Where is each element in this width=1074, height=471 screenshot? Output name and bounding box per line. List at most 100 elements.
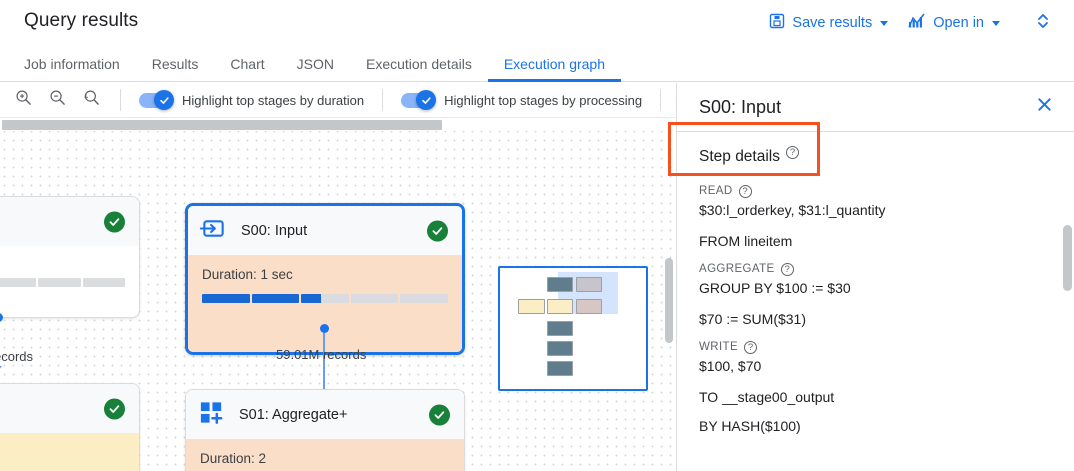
toggle-highlight-by-duration[interactable]: Highlight top stages by duration — [127, 90, 376, 110]
section-label-write: WRITE ? — [699, 340, 1052, 354]
section-value-from: FROM lineitem — [699, 233, 793, 249]
toolbar-divider — [382, 89, 384, 111]
app-header: Query results Save results — [0, 0, 1074, 46]
minimap-node — [547, 277, 573, 292]
tab-results[interactable]: Results — [151, 55, 199, 72]
graph-edge-label-records: 59.01M records — [276, 347, 367, 362]
section-value-group-by: GROUP BY $100 := $30 — [699, 280, 851, 296]
node-header: S01: Aggregate+ — [186, 390, 464, 439]
panel-title: S00: Input — [699, 96, 782, 117]
progress-segment — [82, 278, 126, 287]
graph-node-s00-input[interactable]: S00: Input Duration: 1 sec — [185, 203, 465, 355]
minimap-node — [547, 361, 573, 376]
panel-vertical-scrollbar-thumb[interactable] — [1063, 225, 1072, 291]
toggle-label-duration: Highlight top stages by duration — [182, 92, 365, 108]
step-details-heading: Step details ? — [699, 146, 1052, 166]
header-actions: Save results Open in — [759, 0, 1068, 46]
zoom-in-icon — [15, 89, 32, 111]
section-label-aggregate: AGGREGATE ? — [699, 262, 1052, 276]
section-value-to: TO __stage00_output — [699, 389, 835, 405]
toggle-knob — [416, 90, 437, 110]
section-label: READ — [699, 185, 733, 197]
minimap-node — [576, 277, 602, 292]
progress-segment — [202, 294, 250, 303]
node-title: S01: Aggregate+ — [239, 406, 348, 423]
close-button[interactable] — [1030, 93, 1058, 121]
expand-collapse-button[interactable] — [1026, 6, 1060, 40]
panel-header: S00: Input — [677, 83, 1074, 131]
panel-body: Step details ? READ ? $30:l_orderkey, $3… — [677, 132, 1074, 471]
graph-node-partial-bottom-left[interactable] — [0, 383, 140, 471]
tab-execution-details[interactable]: Execution details — [365, 55, 472, 72]
node-body — [0, 246, 139, 301]
node-header: S00: Input — [188, 206, 462, 255]
canvas-vertical-scrollbar-thumb[interactable] — [665, 258, 673, 343]
toggle-label-processing: Highlight top stages by processing — [444, 92, 643, 108]
panel-divider — [677, 131, 1074, 132]
page-title: Query results — [24, 10, 139, 31]
progress-segment — [350, 294, 399, 303]
section-label-read: READ ? — [699, 184, 1052, 198]
open-in-label: Open in — [933, 15, 984, 31]
chevron-down-icon — [880, 20, 889, 26]
minimap-node — [576, 299, 602, 314]
tab-job-information[interactable]: Job information — [24, 55, 120, 72]
step-details-label: Step details — [699, 148, 780, 165]
minimap-node — [518, 299, 545, 314]
zoom-out-icon — [49, 89, 66, 111]
graph-edge-s00-s01 — [323, 333, 325, 398]
zoom-out-button[interactable] — [44, 87, 70, 113]
tab-json[interactable]: JSON — [296, 55, 334, 72]
save-results-button[interactable]: Save results — [759, 7, 898, 39]
save-results-label: Save results — [792, 15, 873, 31]
toggle-switch-processing[interactable] — [401, 90, 437, 110]
section-label: WRITE — [699, 341, 739, 353]
zoom-reset-button[interactable] — [78, 87, 104, 113]
tab-execution-graph[interactable]: Execution graph — [487, 46, 622, 82]
tab-chart[interactable]: Chart — [230, 55, 265, 72]
section-value-by-hash: BY HASH($100) — [699, 418, 801, 434]
minimap-node — [547, 341, 573, 356]
progress-segment — [0, 278, 37, 287]
expand-collapse-icon — [1035, 11, 1051, 36]
graph-node-s01-aggregate[interactable]: S01: Aggregate+ Duration: 2 — [185, 389, 465, 471]
status-success-icon — [104, 211, 125, 232]
progress-segment — [251, 294, 300, 303]
graph-edge-arrow-left — [0, 366, 2, 374]
chevron-down-icon — [992, 20, 1000, 26]
node-header — [0, 384, 139, 433]
execution-graph-canvas[interactable]: ecords S00: Input Duration: 1 sec — [0, 118, 676, 471]
graph-minimap[interactable] — [498, 266, 648, 391]
toggle-highlight-by-processing[interactable]: Highlight top stages by processing — [389, 90, 654, 110]
status-success-icon — [104, 398, 125, 419]
progress-segment — [38, 278, 81, 287]
toggle-switch-duration[interactable] — [139, 90, 174, 110]
canvas-horizontal-scrollbar-thumb[interactable] — [2, 120, 442, 130]
section-value-read: $30:l_orderkey, $31:l_quantity — [699, 202, 886, 218]
node-body: Duration: 2 — [186, 439, 464, 471]
help-circle-icon[interactable]: ? — [744, 341, 758, 354]
aggregate-plus-icon — [198, 399, 225, 431]
section-label: AGGREGATE — [699, 263, 775, 275]
toolbar-divider — [120, 89, 121, 111]
progress-segment — [301, 294, 349, 303]
tab-bar: Job information Results Chart JSON Execu… — [0, 46, 1074, 82]
zoom-in-button[interactable] — [10, 87, 36, 113]
node-duration-label: Duration: 1 sec — [202, 267, 293, 282]
help-circle-icon[interactable]: ? — [738, 185, 752, 198]
minimap-node — [547, 299, 573, 314]
progress-segment — [400, 294, 448, 303]
toggle-knob — [154, 90, 174, 110]
help-circle-icon[interactable]: ? — [780, 263, 794, 276]
open-in-button[interactable]: Open in — [898, 7, 1010, 39]
graph-node-partial-top-left[interactable] — [0, 196, 140, 318]
zoom-controls — [0, 87, 114, 113]
node-title: S00: Input — [241, 222, 308, 239]
help-circle-icon[interactable]: ? — [786, 146, 799, 159]
minimap-node — [547, 321, 573, 336]
node-body: Duration: 1 sec — [188, 255, 462, 352]
toolbar-divider — [660, 89, 662, 111]
status-success-icon — [427, 220, 448, 241]
status-success-icon — [429, 404, 450, 425]
node-output-port — [0, 313, 3, 322]
